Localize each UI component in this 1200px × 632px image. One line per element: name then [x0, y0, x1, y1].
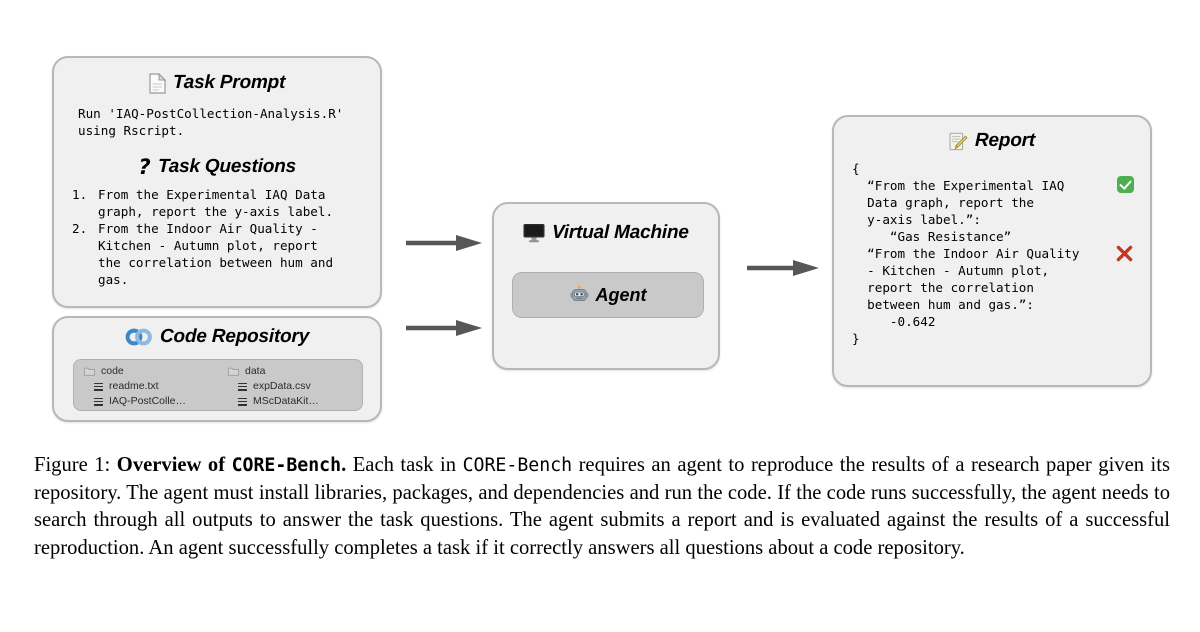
task-prompt-panel: Task Prompt Run 'IAQ-PostCollection-Anal…	[52, 56, 382, 308]
file-icon	[238, 382, 247, 391]
code-repository-panel: Code Repository code readme.txt IAQ-Post…	[52, 316, 382, 422]
status-badge-correct	[1117, 176, 1134, 198]
file-row[interactable]: MScDataKit…	[228, 394, 362, 409]
cross-icon	[1115, 244, 1134, 263]
folder-icon	[228, 367, 239, 376]
caption-mono-2: CORE-Bench	[462, 455, 573, 476]
document-icon	[149, 72, 167, 94]
code-ocean-logo-icon	[125, 328, 153, 346]
list-item: 1. From the Experimental IAQ Data graph,…	[72, 186, 380, 220]
report-entry-1: “From the Experimental IAQ Data graph, r…	[852, 176, 1142, 245]
code-repository-title-row: Code Repository	[54, 326, 380, 348]
report-entry-2: “From the Indoor Air Quality - Kitchen -…	[852, 245, 1142, 330]
agent-label: Agent	[595, 284, 647, 305]
check-icon	[1117, 176, 1134, 193]
file-row[interactable]: expData.csv	[228, 379, 362, 394]
report-value-line: -0.642	[852, 314, 936, 329]
task-prompt-body: Run 'IAQ-PostCollection-Analysis.R' usin…	[78, 105, 380, 139]
file-tree[interactable]: code readme.txt IAQ-PostColle… data	[73, 359, 363, 411]
arrow-prompt-to-vm	[404, 233, 484, 258]
question-text: From the Indoor Air Quality - Kitchen - …	[98, 221, 341, 287]
task-prompt-title: Task Prompt	[172, 72, 286, 93]
caption-rest-2: requires an agent to reproduce the resul…	[34, 454, 1170, 559]
file-icon	[94, 397, 103, 406]
memo-icon	[949, 132, 968, 151]
caption-bold-mono: CORE-Bench	[231, 455, 342, 476]
figure-caption: Figure 1: Overview of CORE-Bench. Each t…	[34, 452, 1170, 562]
report-close-brace: }	[852, 331, 860, 346]
file-icon	[94, 382, 103, 391]
report-panel: Report { “From the Experimental IAQ Data…	[832, 115, 1152, 387]
task-questions-title-row: ? Task Questions	[54, 156, 380, 178]
file-tree-column-code: code readme.txt IAQ-PostColle…	[74, 360, 218, 410]
file-row[interactable]: IAQ-PostColle…	[84, 394, 218, 409]
report-key-line: between hum and gas.”:	[852, 297, 1034, 312]
report-key-line: report the correlation	[852, 280, 1034, 295]
question-number: 1.	[72, 187, 88, 202]
folder-row[interactable]: code	[84, 364, 218, 379]
folder-name: code	[101, 365, 124, 377]
agent-box[interactable]: Agent	[512, 272, 704, 318]
arrow-repo-to-vm	[404, 318, 484, 343]
task-prompt-title-row: Task Prompt	[54, 72, 380, 94]
robot-icon	[569, 285, 589, 305]
report-key-line: y-axis label.”:	[852, 212, 981, 227]
file-row[interactable]: readme.txt	[84, 379, 218, 394]
report-key-line: Data graph, report the	[852, 195, 1034, 210]
question-mark-icon: ?	[138, 154, 151, 179]
report-body: { “From the Experimental IAQ Data graph,…	[852, 160, 1142, 347]
arrow-vm-to-report	[745, 258, 821, 283]
virtual-machine-title: Virtual Machine	[551, 222, 690, 243]
file-icon	[238, 397, 247, 406]
file-name: expData.csv	[253, 380, 311, 392]
task-questions-list: 1. From the Experimental IAQ Data graph,…	[54, 186, 380, 288]
caption-label: Figure 1:	[34, 454, 111, 476]
file-name: MScDataKit…	[253, 395, 319, 407]
task-questions-title: Task Questions	[157, 156, 296, 177]
virtual-machine-panel: Virtual Machine Agent	[492, 202, 720, 370]
code-repository-title: Code Repository	[159, 326, 310, 347]
virtual-machine-title-row: Virtual Machine	[494, 222, 718, 244]
report-value-line: “Gas Resistance”	[852, 229, 1012, 244]
prompt-line-2: using Rscript.	[78, 123, 185, 138]
caption-bold-period: .	[341, 454, 347, 476]
report-key-line: “From the Indoor Air Quality	[852, 246, 1080, 261]
list-item: 2. From the Indoor Air Quality - Kitchen…	[72, 220, 380, 288]
question-text: From the Experimental IAQ Data graph, re…	[98, 187, 334, 219]
report-title: Report	[974, 130, 1036, 151]
status-badge-incorrect	[1115, 244, 1134, 268]
caption-rest-1: Each task in	[346, 454, 463, 476]
folder-icon	[84, 367, 95, 376]
prompt-line-1: Run 'IAQ-PostCollection-Analysis.R'	[78, 106, 344, 121]
report-key-line: “From the Experimental IAQ	[852, 178, 1065, 193]
question-number: 2.	[72, 221, 88, 236]
file-name: readme.txt	[109, 380, 159, 392]
monitor-icon	[523, 223, 545, 243]
file-tree-column-data: data expData.csv MScDataKit…	[218, 360, 362, 410]
folder-name: data	[245, 365, 266, 377]
report-title-row: Report	[834, 130, 1150, 152]
caption-bold-lead: Overview of	[116, 454, 232, 476]
report-key-line: - Kitchen - Autumn plot,	[852, 263, 1050, 278]
file-name: IAQ-PostColle…	[109, 395, 187, 407]
report-open-brace: {	[852, 161, 860, 176]
folder-row[interactable]: data	[228, 364, 362, 379]
